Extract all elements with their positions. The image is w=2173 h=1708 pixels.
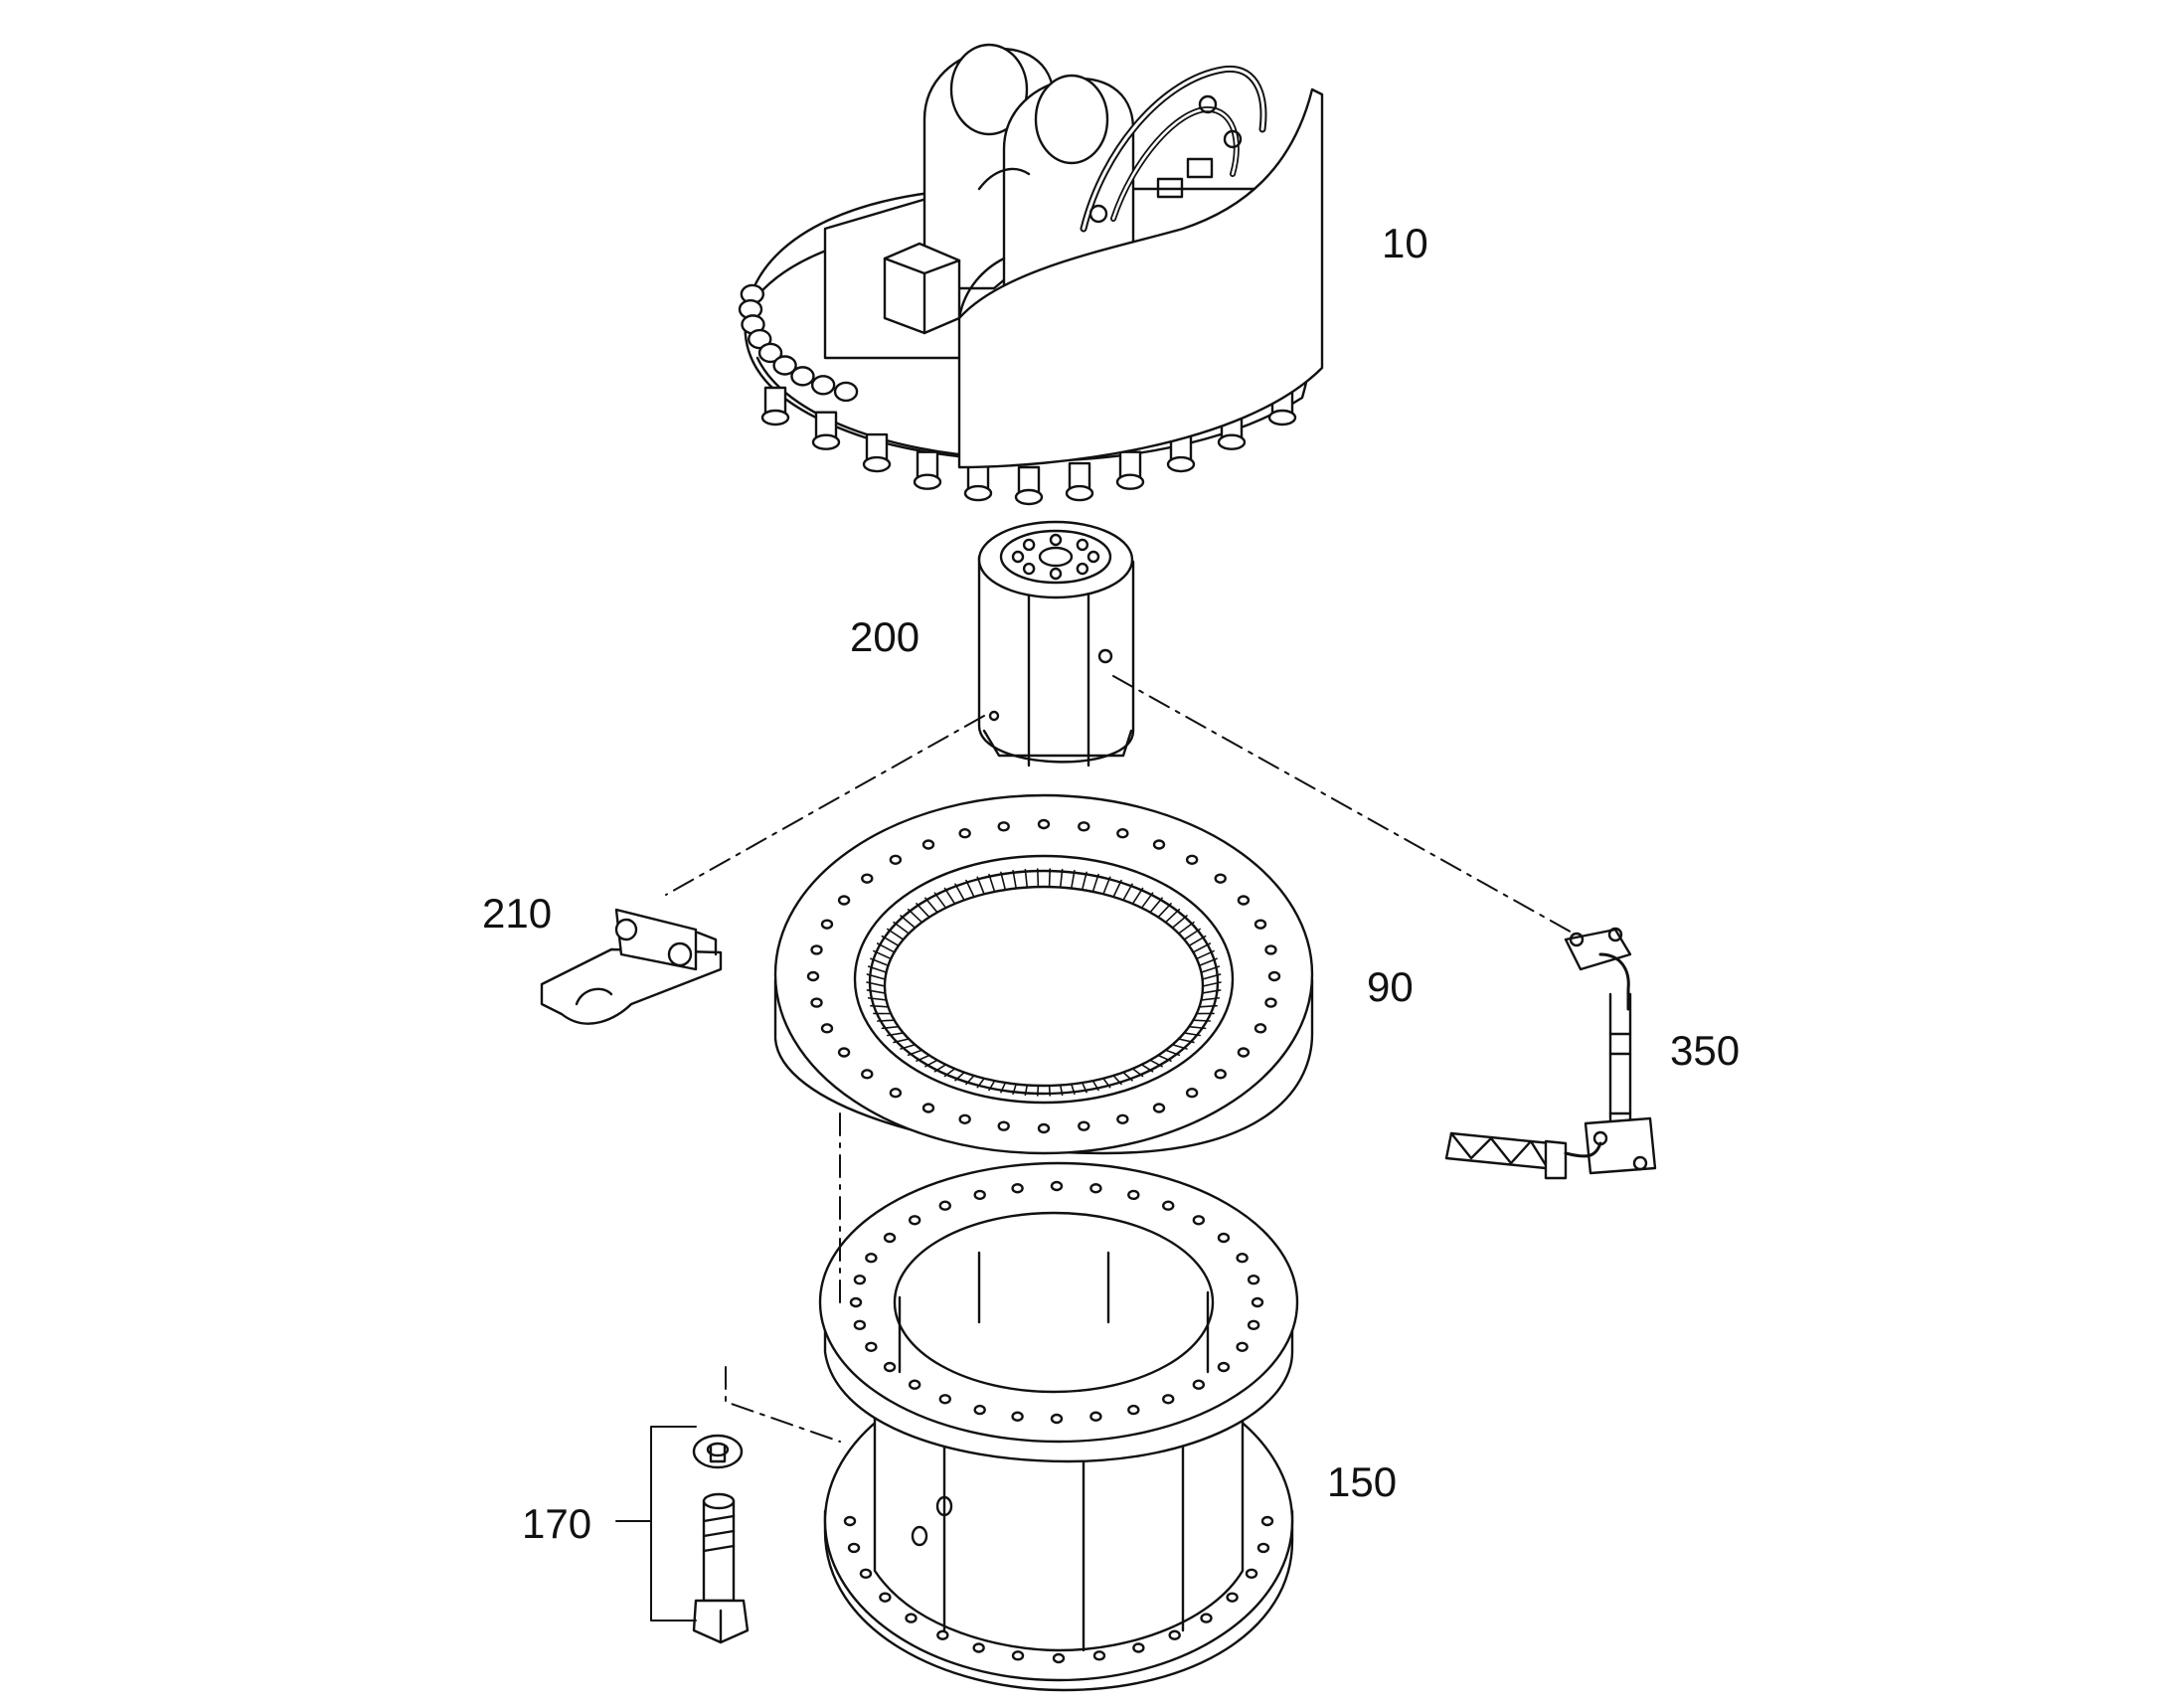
slewing-ring xyxy=(775,795,1312,1153)
callout-10: 10 xyxy=(1382,223,1428,264)
flange-bolt-head xyxy=(812,376,834,394)
braided-hose xyxy=(1446,1133,1551,1168)
flange-bolt-head xyxy=(835,383,857,401)
callout-170: 170 xyxy=(522,1503,591,1545)
gear-tooth xyxy=(1193,1020,1210,1021)
clamp-block xyxy=(885,244,959,333)
callout-350: 350 xyxy=(1670,1030,1740,1072)
gear-tooth xyxy=(871,1006,889,1007)
callout-200: 200 xyxy=(850,616,919,658)
gear-tooth xyxy=(1200,1006,1218,1007)
bracket xyxy=(542,910,721,1024)
gear-tooth xyxy=(1050,1086,1051,1096)
rotary-joint xyxy=(979,522,1133,766)
callout-90: 90 xyxy=(1367,966,1414,1008)
gear-tooth xyxy=(1038,869,1039,887)
support-column xyxy=(820,1163,1297,1690)
callout-210: 210 xyxy=(482,893,552,935)
flange-bolt-head xyxy=(791,367,813,385)
gear-tooth xyxy=(1038,1086,1039,1096)
callout-150: 150 xyxy=(1327,1461,1397,1503)
gear-tooth xyxy=(1050,869,1051,887)
bolt-and-washer xyxy=(694,1436,748,1642)
hose-fitting xyxy=(1446,929,1655,1178)
gear-tooth xyxy=(878,1020,895,1021)
callout-bracket-170 xyxy=(616,1427,696,1621)
swivel-head-assembly xyxy=(740,45,1322,504)
